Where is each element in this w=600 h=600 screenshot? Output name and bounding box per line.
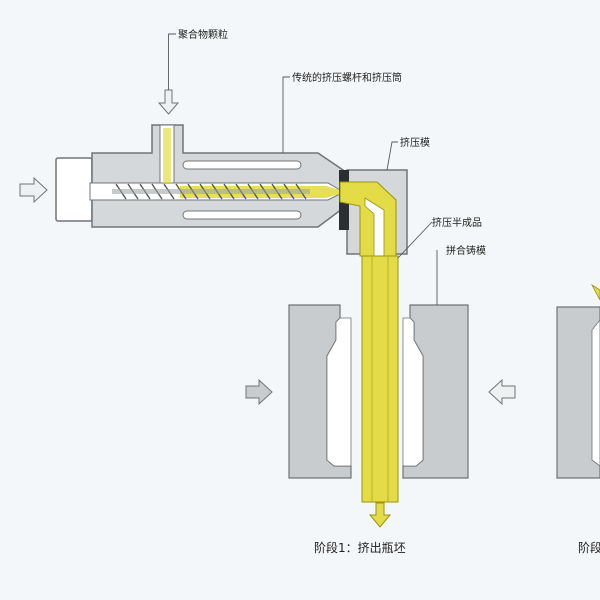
right-arrow-icon: [19, 176, 48, 204]
hopper-pellets: [163, 128, 171, 183]
label-split-mold: 拼合铸模: [446, 244, 486, 257]
motor-block: [55, 157, 93, 222]
leader-screw-barrel: [282, 76, 290, 153]
down-arrow-icon: [157, 89, 180, 115]
heater-slot-top: [182, 160, 302, 170]
stage1-caption: 阶段1：挤出瓶坯: [314, 540, 406, 555]
label-extrusion-die: 挤压模: [400, 136, 430, 149]
stage2-caption: 阶段: [578, 540, 600, 555]
label-screw-barrel: 传统的挤压螺杆和挤压筒: [292, 71, 402, 84]
right-arrow-icon: [245, 378, 273, 406]
label-polymer-pellets: 聚合物颗粒: [178, 28, 228, 41]
barrel: [91, 124, 347, 228]
left-arrow-icon: [488, 378, 516, 406]
leader-parison: [397, 221, 433, 259]
leader-extrusion-die: [386, 141, 398, 171]
stage2-cavity: [591, 319, 600, 467]
parison: [361, 255, 399, 503]
stage2-parison-tip: [590, 283, 600, 301]
extruder-assembly: [55, 124, 347, 228]
heater-slot-bottom: [182, 210, 302, 220]
stage2-mold-half: [556, 306, 600, 479]
leader-lines: [168, 33, 438, 305]
extrusion-die: [339, 169, 408, 257]
stage2-mold-partial: [556, 283, 600, 479]
arrows: [19, 89, 516, 528]
label-extruded-parison: 挤压半成品: [432, 216, 482, 229]
mold-cavity-left: [326, 317, 352, 467]
leader-polymer-pellets: [168, 33, 176, 90]
down-arrow-icon: [368, 502, 392, 528]
screw-shaft: [112, 189, 310, 194]
mold-cavity-right: [402, 317, 424, 467]
split-mold: [288, 304, 469, 479]
